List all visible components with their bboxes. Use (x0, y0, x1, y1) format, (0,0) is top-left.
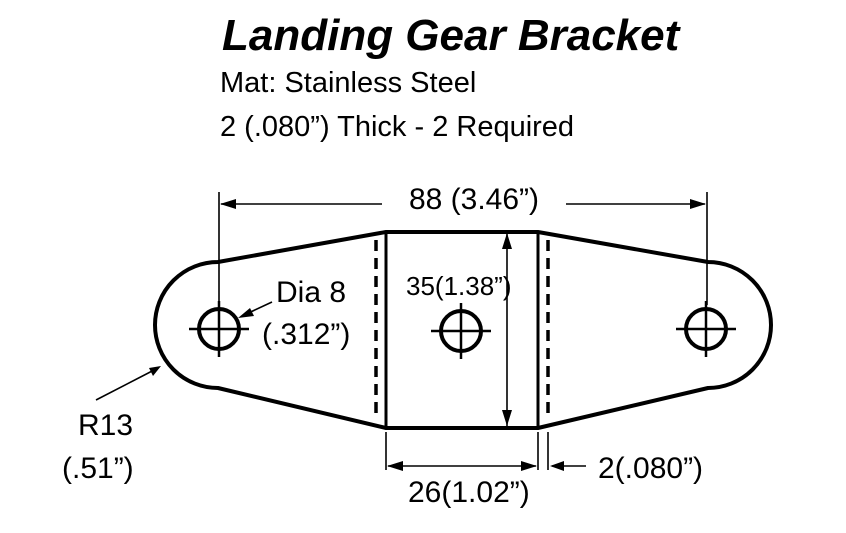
bend-offset-dimension (547, 432, 586, 471)
hole-diameter-label: Dia 8 (276, 276, 346, 309)
material-note: Mat: Stainless Steel (220, 67, 476, 99)
drawing-title: Landing Gear Bracket (222, 11, 682, 60)
radius-leader-arrow (149, 366, 161, 376)
radius-inch-label: (.51”) (62, 452, 134, 485)
hole-right (676, 301, 736, 357)
hole-left (189, 301, 249, 357)
height-label: 35(1.38”) (406, 271, 512, 301)
bend-offset-label: 2(.080”) (598, 452, 703, 485)
hole-leader-arrow (238, 308, 254, 318)
thickness-note: 2 (.080”) Thick - 2 Required (220, 111, 574, 143)
overall-length-dimension (218, 192, 708, 305)
overall-length-label: 88 (3.46”) (409, 183, 539, 216)
radius-leader-line (95, 367, 159, 401)
hole-center (431, 303, 491, 359)
radius-label: R13 (78, 409, 133, 442)
center-width-label: 26(1.02”) (408, 476, 530, 509)
center-width-dimension (385, 432, 539, 471)
height-dimension (502, 233, 512, 426)
bracket-outline (153, 230, 773, 430)
hole-diameter-inch-label: (.312”) (262, 318, 350, 351)
